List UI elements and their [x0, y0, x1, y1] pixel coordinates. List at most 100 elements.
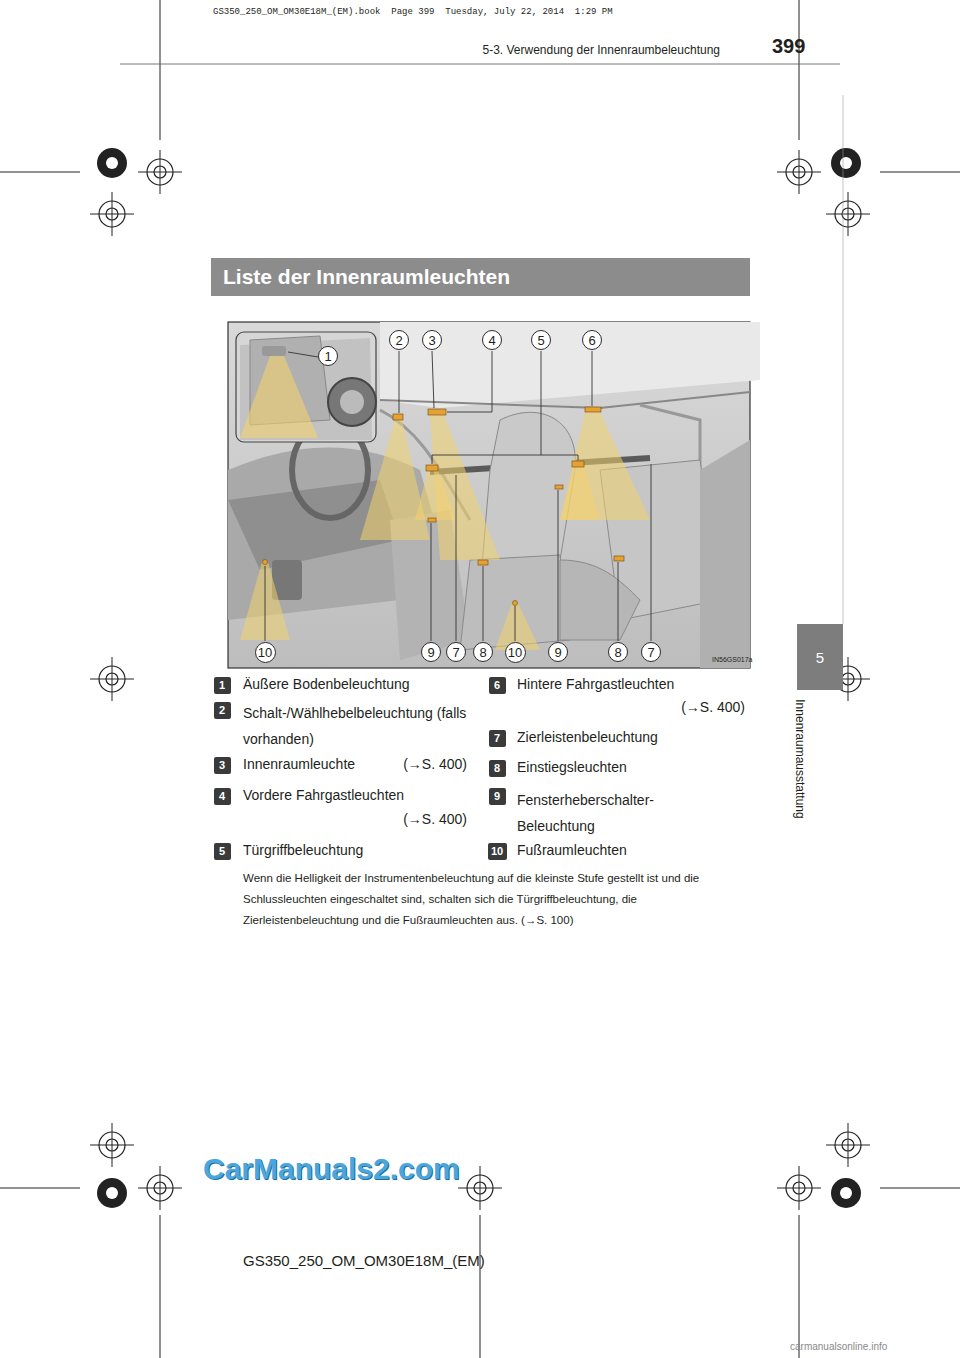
illustration-shape [393, 414, 403, 420]
illustration-shape [0, 1188, 80, 1189]
illustration-shape [799, 1215, 800, 1358]
illustration-shape [426, 465, 438, 471]
callout-number: 5 [531, 330, 551, 350]
illustration-shape [843, 95, 844, 624]
illustration-shape [265, 566, 266, 641]
callout-number: 8 [608, 642, 628, 662]
list-item: Äußere Bodenbeleuchtung [243, 676, 410, 692]
illustration-shape [592, 351, 593, 406]
illustration-shape [560, 560, 640, 640]
list-item: Schalt-/Wählhebelbeleuchtung (falls vorh… [243, 700, 468, 752]
illustration-shape [431, 523, 432, 641]
list-number-box: 6 [489, 677, 506, 694]
list-number-box: 3 [214, 757, 231, 774]
illustration-shape [456, 475, 457, 641]
list-item: Fußraumleuchten [517, 842, 627, 858]
node-text: 8 [614, 645, 621, 660]
illustration-shape [480, 1215, 481, 1358]
illustration-shape [483, 566, 484, 641]
illustration-shape [428, 409, 446, 415]
node-text: 3 [219, 759, 225, 771]
callout-number: 2 [389, 330, 409, 350]
illustration-shape [328, 378, 376, 426]
manual-code: GS350_250_OM_OM30E18M_(EM) [243, 1252, 485, 1269]
illustration-shape [240, 356, 318, 438]
illustration-shape [265, 351, 651, 641]
title-band: Liste der Innenraumleuchten [211, 258, 750, 296]
illustration-shape [138, 150, 182, 194]
illustration-shape [585, 407, 601, 412]
node-text: 10 [508, 645, 522, 660]
node-text: 7 [452, 645, 459, 660]
illustration-shape [90, 1123, 134, 1167]
node-text: 5 [537, 333, 544, 348]
section-title: Liste der Innenraumleuchten [223, 265, 510, 289]
node-text: 7 [647, 645, 654, 660]
node-text: 5 [219, 845, 225, 857]
node-text: 9 [554, 645, 561, 660]
illustration-shape [288, 352, 318, 357]
running-header: 5-3. Verwendung der Innenraumbeleuchtung [420, 43, 720, 57]
illustration-shape [777, 150, 821, 194]
node-text: 8 [479, 645, 486, 660]
illustration-shape [432, 351, 434, 408]
list-number-box: 10 [488, 843, 507, 860]
callout-number: 6 [582, 330, 602, 350]
node-text: 10 [258, 645, 272, 660]
illustration-shape [0, 172, 80, 173]
node-text: 8 [494, 762, 500, 774]
page-reference: (→S. 400) [668, 699, 745, 715]
list-item: Vordere Fahrgastleuchten [243, 787, 404, 803]
node-text: 3 [428, 333, 435, 348]
node-text: 2 [219, 704, 225, 716]
page-reference: (→S. 400) [390, 756, 467, 772]
illustration-shape [572, 461, 584, 467]
illustration-shape [340, 390, 364, 414]
illustration-shape [262, 346, 286, 356]
node-text: 1 [219, 679, 225, 691]
illustration-shape [160, 1215, 161, 1358]
list-number-box: 2 [214, 702, 231, 719]
illustration-shape [240, 412, 650, 650]
illustration-shape [513, 601, 518, 606]
callout-number: 9 [548, 642, 568, 662]
node-text: 2 [395, 333, 402, 348]
list-item: Innenraumleuchte [243, 756, 355, 772]
illustration-shape [90, 192, 134, 236]
page-number: 399 [772, 35, 805, 58]
illustration-shape [432, 351, 578, 464]
illustration-shape [700, 440, 750, 668]
node-text: 9 [494, 790, 500, 802]
illustration-shape [160, 0, 161, 140]
illustration-shape [460, 555, 570, 650]
node-text: 10 [491, 845, 503, 857]
chapter-name: Innenraumausstattung [793, 679, 807, 839]
illustration-shape [555, 485, 563, 489]
illustration-shape [478, 560, 488, 565]
callout-number: 9 [421, 642, 441, 662]
callout-number: 7 [641, 642, 661, 662]
illustration-shape [120, 64, 840, 65]
illustration-shape [90, 657, 134, 701]
callout-number: 10 [255, 642, 276, 663]
illustration-shape [618, 562, 619, 641]
illustration-shape [97, 1178, 127, 1208]
illustration-shape [558, 490, 559, 641]
list-item: Zierleistenbeleuchtung [517, 729, 658, 745]
illustration-shape [799, 0, 800, 140]
illustration-shape [415, 470, 455, 520]
node-text: 6 [494, 679, 500, 691]
node-text: 4 [219, 790, 225, 802]
list-number-box: 1 [214, 677, 231, 694]
illustration-shape [380, 322, 760, 408]
callout-number: 10 [505, 642, 526, 663]
list-number-box: 8 [489, 760, 506, 777]
callout-number: 7 [446, 642, 466, 662]
note-text: Wenn die Helligkeit der Instrumentenbele… [243, 868, 750, 931]
illustration-shape [777, 1166, 821, 1210]
illustration-shape [458, 1166, 502, 1210]
list-number-box: 5 [214, 843, 231, 860]
illustration-shape [826, 1123, 870, 1167]
list-number-box: 4 [214, 788, 231, 805]
node-text: 9 [427, 645, 434, 660]
